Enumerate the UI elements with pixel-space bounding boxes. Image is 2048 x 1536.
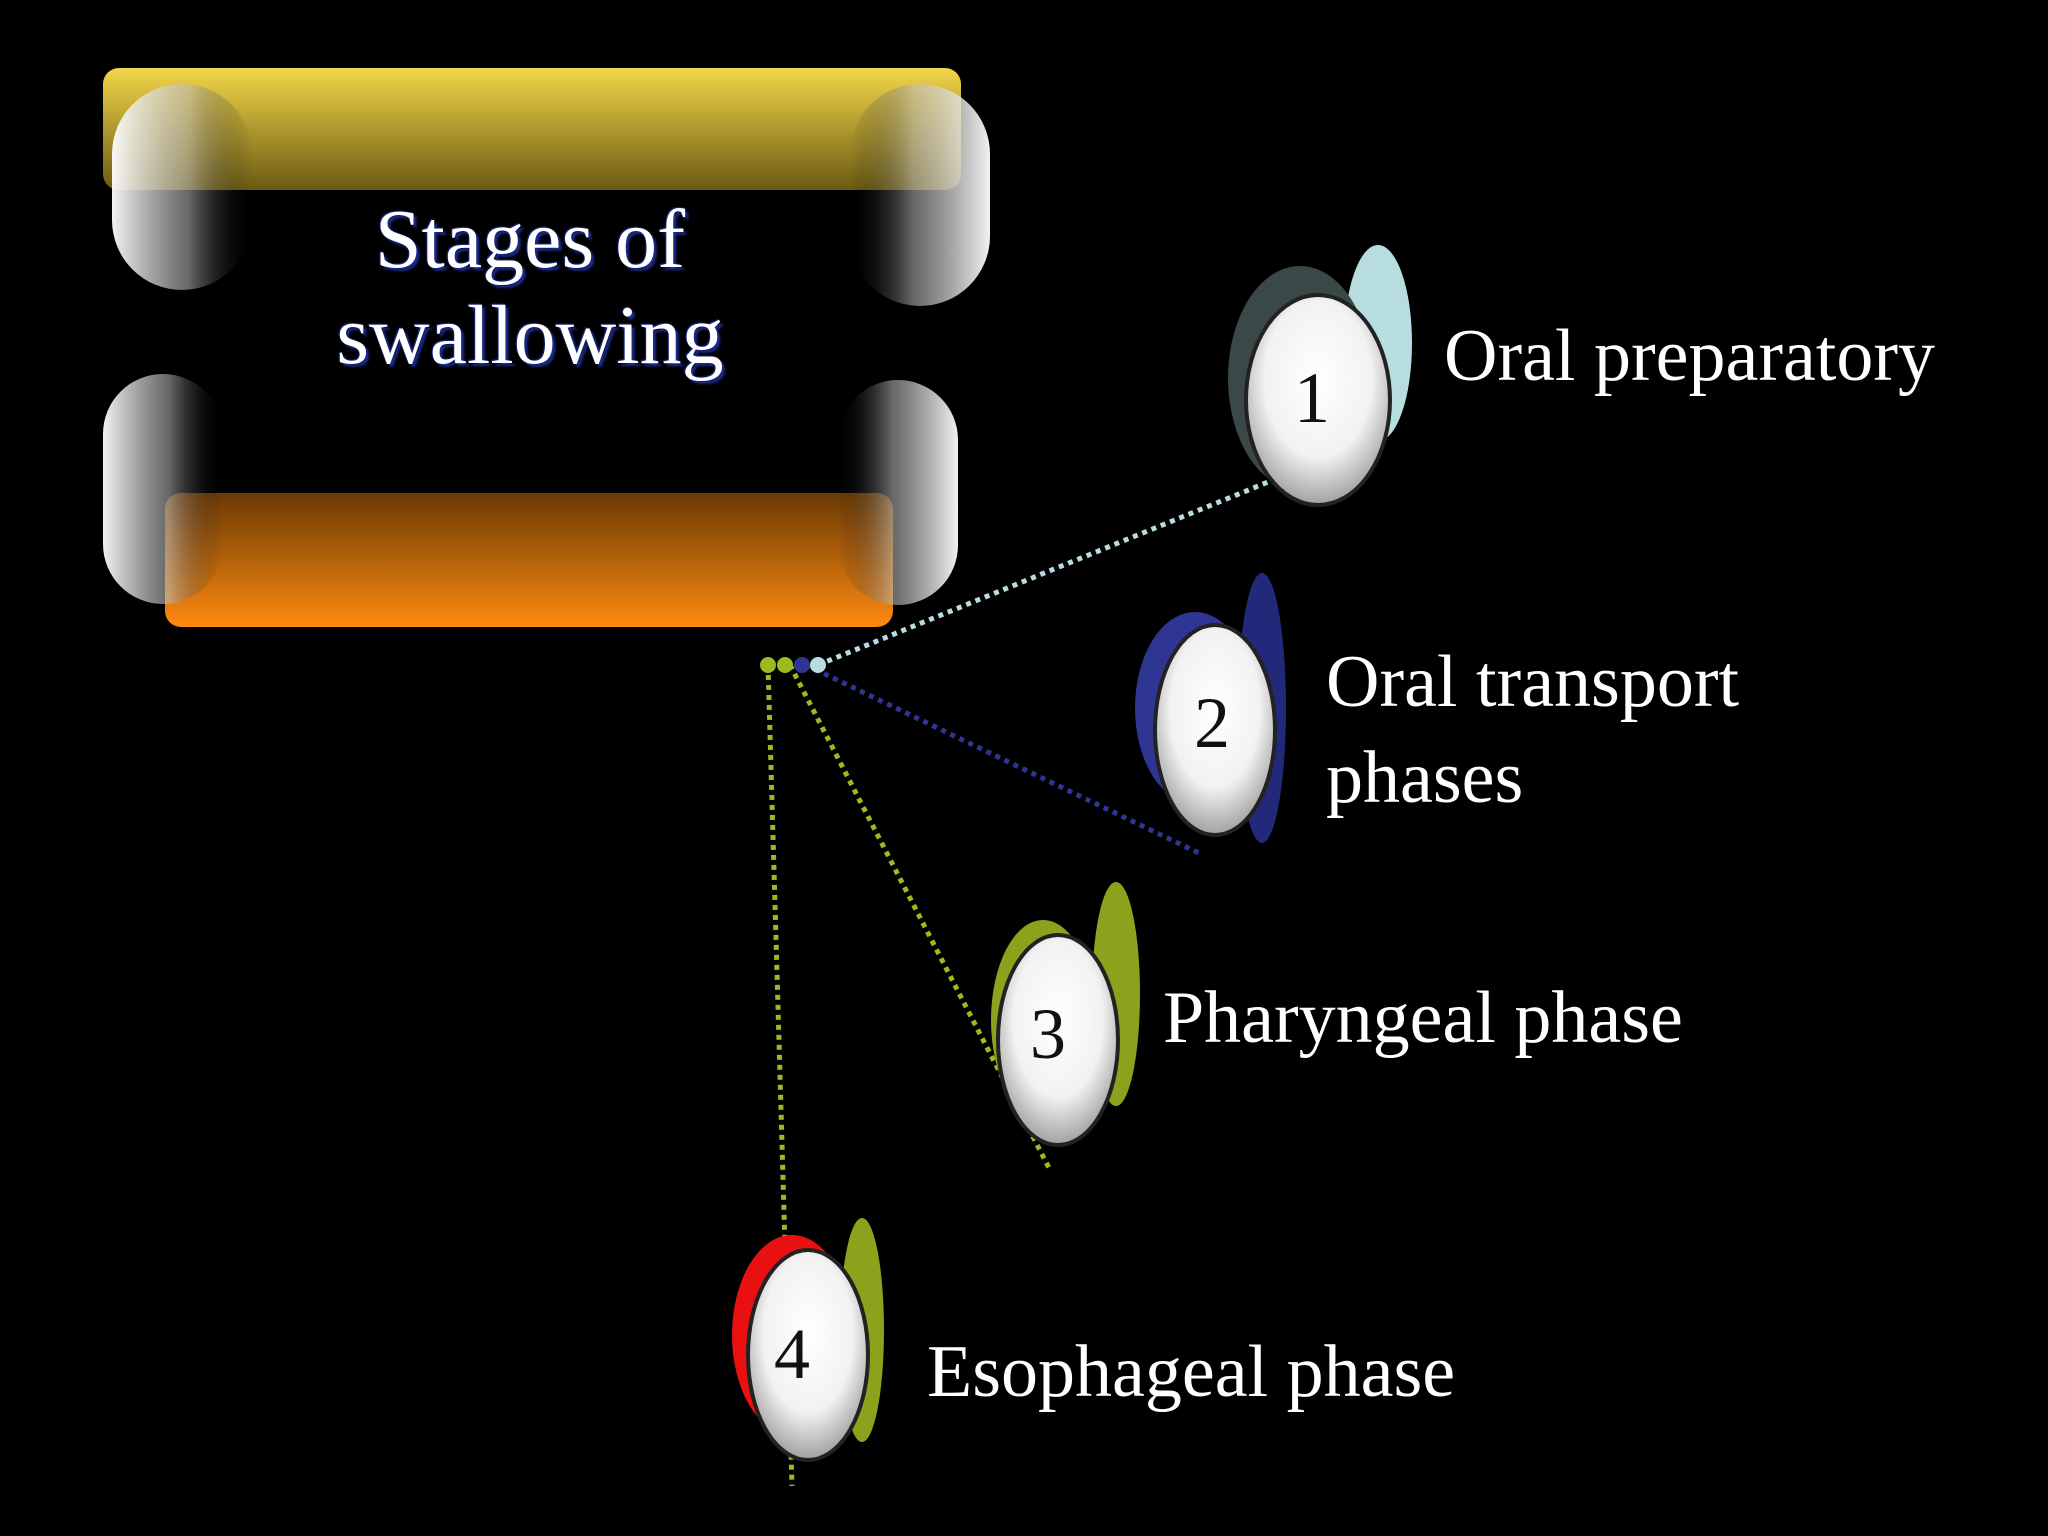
stage-4-number: 4 xyxy=(774,1314,810,1394)
cap-bottom-left xyxy=(103,374,223,604)
hub-dot-2 xyxy=(794,657,810,673)
stage-4-label: Esophageal phase xyxy=(927,1331,1456,1413)
stage-3-badge xyxy=(991,882,1140,1147)
stage-4-badge xyxy=(732,1218,884,1462)
stage-2-label: Oral transport phases xyxy=(1326,641,1740,819)
hub xyxy=(760,657,826,673)
stage-2-number: 2 xyxy=(1194,683,1230,763)
stage-2-badge xyxy=(1135,573,1286,843)
hub-dot-3 xyxy=(777,657,793,673)
stage-3-label: Pharyngeal phase xyxy=(1163,977,1683,1059)
cap-top-left xyxy=(112,84,252,290)
stage-1-number: 1 xyxy=(1294,358,1330,438)
diagram-title: Stages of swallowing xyxy=(336,193,724,382)
cap-top-right xyxy=(850,84,990,306)
cap-bottom-right xyxy=(838,380,958,605)
stage-3-disc xyxy=(996,933,1120,1147)
top-bar xyxy=(103,68,961,190)
stage-4-disc xyxy=(746,1248,870,1462)
bottom-bar xyxy=(165,493,893,627)
stage-3-number: 3 xyxy=(1030,994,1066,1074)
title-frame xyxy=(103,68,990,627)
hub-dot-1 xyxy=(810,657,826,673)
stage-1-badge xyxy=(1228,245,1412,507)
stage-1-label: Oral preparatory xyxy=(1444,315,1936,397)
stage-1-disc xyxy=(1244,293,1392,507)
connector-1 xyxy=(817,475,1279,668)
hub-dot-4 xyxy=(760,657,776,673)
stage-2-disc xyxy=(1153,623,1277,837)
connector-2 xyxy=(804,662,1205,858)
